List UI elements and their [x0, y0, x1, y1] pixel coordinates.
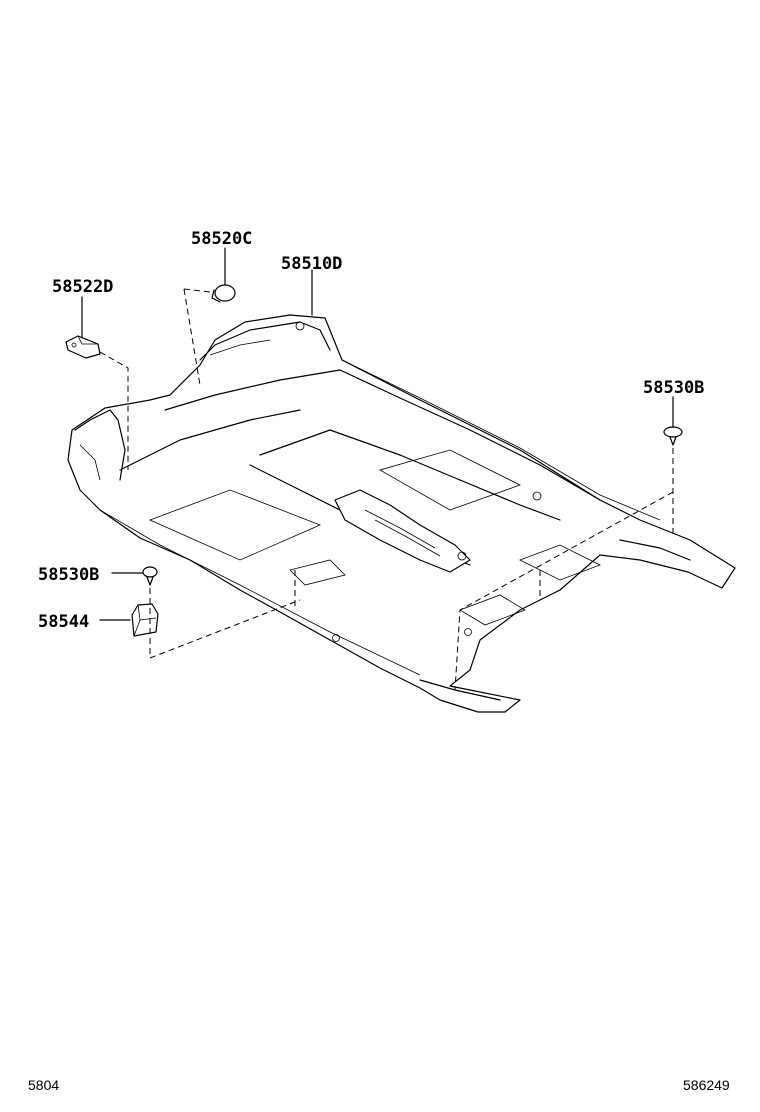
clip-58530b-right-icon — [663, 426, 683, 446]
callout-58544: 58544 — [38, 612, 89, 632]
footer-right-code: 586249 — [683, 1077, 730, 1093]
bracket-58522d-icon — [65, 335, 101, 359]
footer-left-code: 5804 — [28, 1077, 59, 1093]
button-clip-58520c-icon — [211, 284, 236, 303]
leader-lines — [81, 247, 674, 621]
callout-58530b-left: 58530B — [38, 565, 99, 585]
assembly-dash-lines — [99, 288, 674, 691]
clip-58530b-left-icon — [142, 566, 158, 586]
floor-carpet-assembly — [67, 314, 736, 713]
callout-58530b-right: 58530B — [643, 378, 704, 398]
callout-58520c: 58520C — [191, 229, 252, 249]
callout-58522d: 58522D — [52, 277, 113, 297]
callout-58510d: 58510D — [281, 254, 342, 274]
block-58544-icon — [131, 603, 159, 637]
